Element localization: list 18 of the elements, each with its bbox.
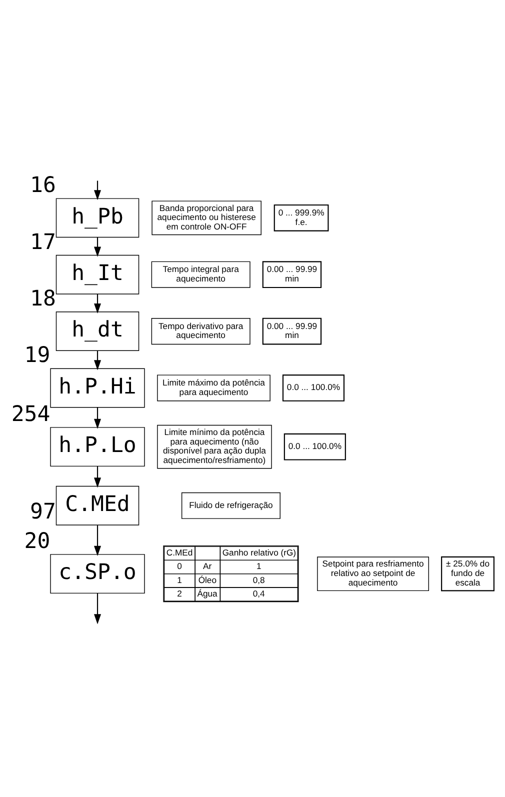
label: Ganho relativo (rG) [222,547,296,558]
label: 1 [177,574,182,584]
label: C.MEd [166,547,193,558]
label: 0,4 [252,588,265,598]
label: 0 [177,560,182,571]
label: Ar [202,560,212,571]
label: 2 [177,588,182,598]
node-label: 18 [30,286,56,311]
node-label: 20 [24,528,50,554]
node-label: 19 [24,342,50,368]
node-label: 254 [11,401,50,426]
label: 1 [256,560,262,571]
node-label: 97 [30,499,56,524]
label: Óleo [198,574,217,584]
label: 0,8 [252,574,265,584]
node-label: 17 [30,229,56,254]
label: Água [197,588,218,598]
node-label: 16 [30,172,56,198]
